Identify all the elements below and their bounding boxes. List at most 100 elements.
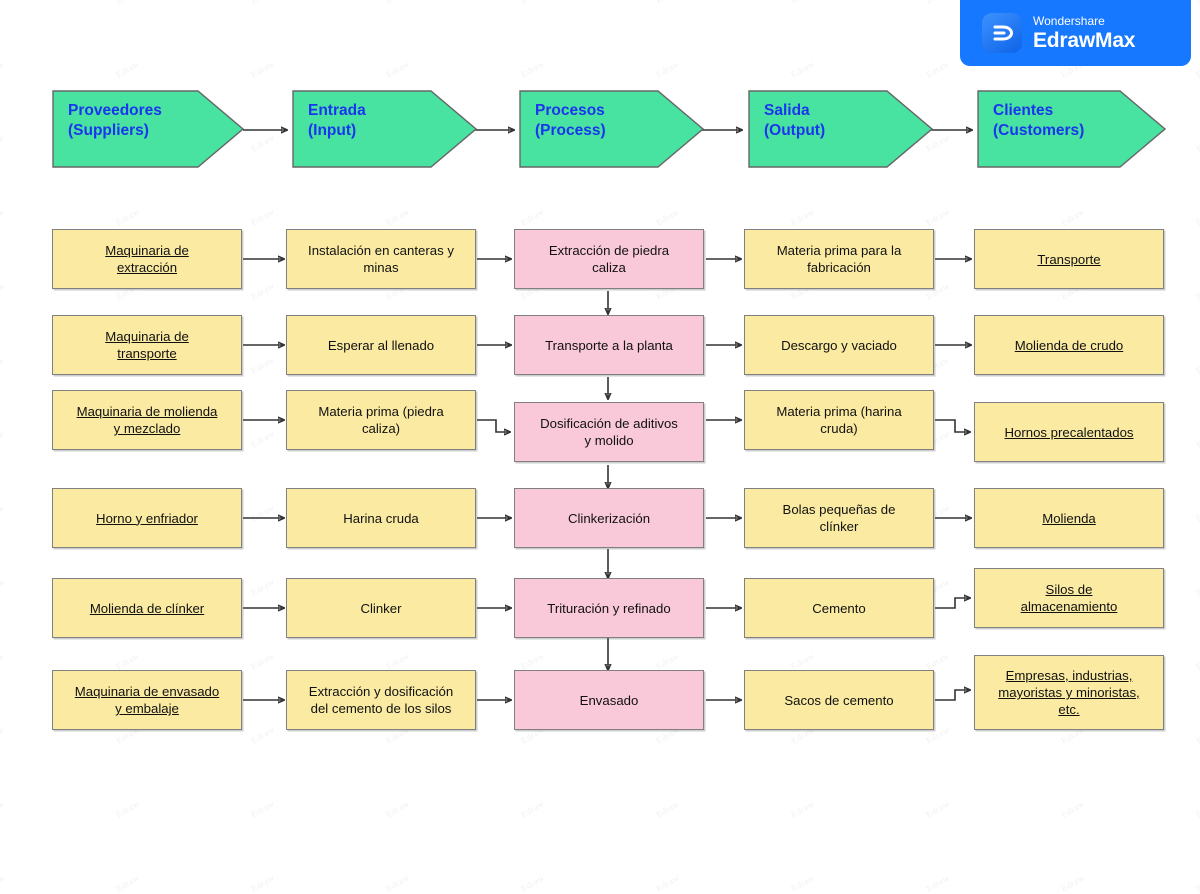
process-box-row-5[interactable]: Trituración y refinado [514,578,704,638]
watermark-text: Edraw [249,576,277,598]
badge-brand-small: Wondershare [1033,14,1105,28]
watermark-text: Edraw [249,354,277,376]
node-label: Materia prima para la fabricación [776,243,902,275]
output-box-row-5[interactable]: Cemento [744,578,934,638]
input-box-row-4[interactable]: Harina cruda [286,488,476,548]
watermark-text: Edraw [1194,428,1200,450]
watermark-text: Edraw [519,206,547,228]
input-box-row-1[interactable]: Instalación en canteras y minas [286,229,476,289]
watermark-text: Edraw [1194,650,1200,672]
node-label: Maquinaria de extracción [105,243,189,275]
node-label: Descargo y vaciado [781,337,897,353]
input-box-row-6[interactable]: Extracción y dosificación del cemento de… [286,670,476,730]
watermark-text: Edraw [249,428,277,450]
watermark-text: Edraw [249,724,277,746]
watermark-text: Edraw [1194,58,1200,80]
process-box-row-1[interactable]: Extracción de piedra caliza [514,229,704,289]
supplier-box-row-1[interactable]: Maquinaria de extracción [52,229,242,289]
watermark-text: Edraw [384,206,412,228]
header-chevron-input[interactable]: Entrada (Input) [292,90,477,168]
node-label: Silos de almacenamiento [1020,582,1118,614]
header-chevron-process[interactable]: Procesos (Process) [519,90,704,168]
customer-box-row-6[interactable]: Empresas, industrias, mayoristas y minor… [974,655,1164,730]
node-label: Molienda de clínker [89,600,205,616]
output-box-row-4[interactable]: Bolas pequeñas de clínker [744,488,934,548]
watermark-text: Edraw [114,798,142,820]
watermark-text: Edraw [924,798,952,820]
watermark-text: Edraw [654,206,682,228]
watermark-text: Edraw [0,428,7,450]
node-label: Harina cruda [343,510,419,526]
watermark-text: Edraw [1194,872,1200,894]
watermark-text: Edraw [1194,0,1200,6]
watermark-text: Edraw [249,872,277,894]
supplier-box-row-5[interactable]: Molienda de clínker [52,578,242,638]
supplier-box-row-3[interactable]: Maquinaria de molienda y mezclado [52,390,242,450]
watermark-text: Edraw [384,0,411,6]
node-label: Bolas pequeñas de clínker [782,502,896,534]
header-chevron-customers[interactable]: Clientes (Customers) [977,90,1166,168]
watermark-text: Edraw [789,0,816,6]
watermark-text: Edraw [384,650,412,672]
watermark-text: Edraw [1059,798,1087,820]
watermark-text: Edraw [924,872,952,894]
process-box-row-3[interactable]: Dosificación de aditivos y molido [514,402,704,462]
watermark-text: Edraw [0,872,7,894]
watermark-text: Edraw [1194,354,1200,376]
node-label: Hornos precalentados [1004,424,1134,440]
customer-box-row-4[interactable]: Molienda [974,488,1164,548]
watermark-text: Edraw [654,798,682,820]
node-label: Transporte a la planta [545,337,673,353]
watermark-text: Edraw [1194,280,1200,302]
watermark-text: Edraw [924,206,952,228]
watermark-text: Edraw [249,650,277,672]
node-label: Transporte [1037,251,1101,267]
header-chevron-output[interactable]: Salida (Output) [748,90,933,168]
output-box-row-2[interactable]: Descargo y vaciado [744,315,934,375]
watermark-text: Edraw [0,650,7,672]
watermark-text: Edraw [249,206,277,228]
output-box-row-3[interactable]: Materia prima (harina cruda) [744,390,934,450]
edraw-d-logo-icon [982,13,1022,53]
header-chevron-suppliers[interactable]: Proveedores (Suppliers) [52,90,244,168]
node-label: Dosificación de aditivos y molido [540,416,678,448]
watermark-text: Edraw [249,58,277,80]
watermark-text: Edraw [249,0,276,6]
node-label: Materia prima (piedra caliza) [318,404,444,436]
node-label: Clinkerización [567,510,651,526]
supplier-box-row-4[interactable]: Horno y enfriador [52,488,242,548]
node-label: Horno y enfriador [96,510,198,526]
watermark-text: Edraw [924,0,951,6]
customer-box-row-1[interactable]: Transporte [974,229,1164,289]
process-box-row-6[interactable]: Envasado [514,670,704,730]
watermark-text: Edraw [114,872,142,894]
process-box-row-2[interactable]: Transporte a la planta [514,315,704,375]
header-chevron-label: Proveedores (Suppliers) [68,102,162,139]
watermark-text: Edraw [519,58,547,80]
watermark-text: Edraw [924,58,952,80]
supplier-box-row-2[interactable]: Maquinaria de transporte [52,315,242,375]
watermark-text: Edraw [789,206,817,228]
output-box-row-1[interactable]: Materia prima para la fabricación [744,229,934,289]
watermark-text: Edraw [1059,872,1087,894]
customer-box-row-5[interactable]: Silos de almacenamiento [974,568,1164,628]
input-box-row-5[interactable]: Clinker [286,578,476,638]
watermark-text: Edraw [0,354,7,376]
input-box-row-2[interactable]: Esperar al llenado [286,315,476,375]
node-label: Extracción y dosificación del cemento de… [308,684,454,716]
watermark-text: Edraw [384,872,412,894]
watermark-text: Edraw [519,872,547,894]
watermark-text: Edraw [249,798,277,820]
process-box-row-4[interactable]: Clinkerización [514,488,704,548]
watermark-text: Edraw [1194,724,1200,746]
customer-box-row-2[interactable]: Molienda de crudo [974,315,1164,375]
output-box-row-6[interactable]: Sacos de cemento [744,670,934,730]
input-box-row-3[interactable]: Materia prima (piedra caliza) [286,390,476,450]
watermark-text: Edraw [519,798,547,820]
watermark-text: Edraw [1194,206,1200,228]
watermark-text: Edraw [0,798,7,820]
customer-box-row-3[interactable]: Hornos precalentados [974,402,1164,462]
node-label: Cemento [812,600,866,616]
supplier-box-row-6[interactable]: Maquinaria de envasado y embalaje [52,670,242,730]
watermark-text: Edraw [0,280,7,302]
